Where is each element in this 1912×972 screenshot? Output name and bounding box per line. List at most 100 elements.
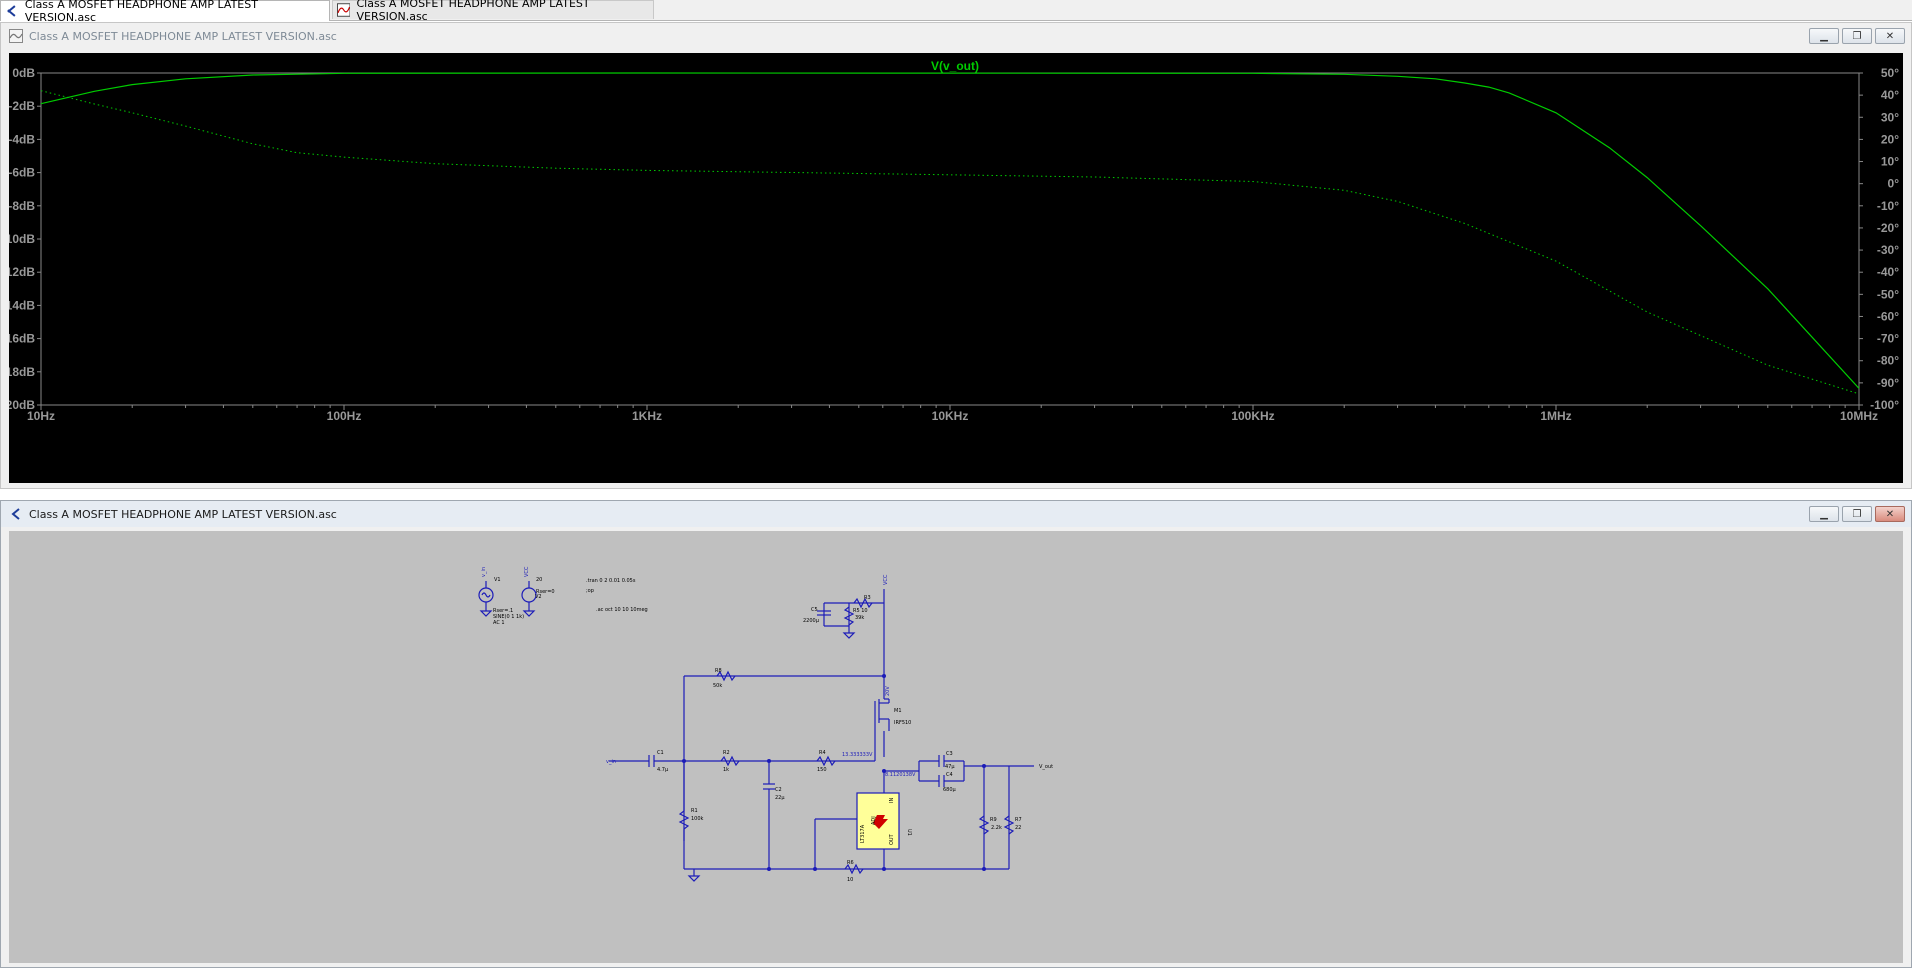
maximize-button[interactable]: ❐ bbox=[1842, 28, 1872, 44]
label-c2: C2 bbox=[775, 787, 782, 793]
y-right-tick-label: -30° bbox=[1877, 243, 1899, 257]
label-vcc-src: V2 bbox=[535, 594, 542, 600]
label-vcc-net: VCC bbox=[524, 566, 530, 577]
window-controls: ▁ ❐ ✕ bbox=[1809, 506, 1905, 522]
label-vcc-val: 20 bbox=[536, 577, 542, 583]
schematic-icon bbox=[11, 508, 20, 520]
label-r8-val: 50k bbox=[713, 683, 722, 689]
label-r5-val: 39k bbox=[855, 615, 864, 621]
y-right-tick-label: 30° bbox=[1881, 110, 1899, 124]
label-c5-val: 2200µ bbox=[803, 618, 820, 624]
y-right-tick-label: 10° bbox=[1881, 155, 1899, 169]
y-right-tick-label: 20° bbox=[1881, 132, 1899, 146]
label-r9: R9 bbox=[990, 817, 997, 823]
label-c3: C3 bbox=[946, 751, 953, 757]
label-ac: AC 1 bbox=[493, 620, 505, 626]
waveform-icon bbox=[9, 29, 23, 43]
label-r3: R3 bbox=[864, 595, 871, 601]
schematic-icon bbox=[7, 5, 16, 17]
label-r4-val: 150 bbox=[817, 767, 827, 773]
label-r4: R4 bbox=[819, 750, 826, 756]
label-c1: C1 bbox=[657, 750, 664, 756]
y-right-tick-label: -40° bbox=[1877, 265, 1899, 279]
label-u1-in: IN bbox=[889, 798, 895, 803]
x-tick-label: 10Hz bbox=[27, 409, 55, 423]
label-r7-val: 22 bbox=[1015, 825, 1021, 831]
schematic-window: Class A MOSFET HEADPHONE AMP LATEST VERS… bbox=[0, 500, 1912, 968]
label-sine: SINE(0 1 1k) bbox=[493, 614, 524, 620]
plot-pane[interactable]: 10Hz 100Hz 1KHz 10KHz 100KHz 1MHz 10MHz 0dB -2dB… bbox=[2, 53, 1903, 483]
label-rser0: Rser=0 bbox=[536, 589, 555, 595]
wires bbox=[478, 581, 1034, 882]
ground-icon bbox=[687, 875, 701, 882]
label-u1-adj: ADJ bbox=[871, 816, 877, 825]
y-left-tick-label: -4dB bbox=[9, 132, 35, 146]
x-tick-label: 1MHz bbox=[1540, 409, 1571, 423]
label-r6-val: 10 bbox=[847, 877, 853, 883]
close-button[interactable]: ✕ bbox=[1875, 28, 1905, 44]
window-titlebar[interactable]: Class A MOSFET HEADPHONE AMP LATEST VERS… bbox=[1, 501, 1911, 527]
label-r8: R8 bbox=[715, 668, 722, 674]
label-c2-val: 22µ bbox=[775, 795, 785, 801]
label-ac-cmd: .ac oct 10 10 10meg bbox=[596, 607, 648, 613]
label-r1: R1 bbox=[691, 808, 698, 814]
magnitude-trace bbox=[40, 72, 1860, 389]
label-vin-net: v_in bbox=[481, 567, 487, 577]
close-button[interactable]: ✕ bbox=[1875, 506, 1905, 522]
y-right-tick-label: 40° bbox=[1881, 88, 1899, 102]
ground-icon bbox=[479, 610, 493, 617]
waveform-icon bbox=[337, 3, 351, 17]
label-r2-val: 1k bbox=[723, 767, 729, 773]
y-right-tick-label: -50° bbox=[1877, 287, 1899, 301]
maximize-button[interactable]: ❐ bbox=[1842, 506, 1872, 522]
y-left-tick-label: -16dB bbox=[9, 332, 35, 346]
tab-waveform[interactable]: Class A MOSFET HEADPHONE AMP LATEST VERS… bbox=[332, 0, 654, 23]
voltage-source-icon bbox=[521, 587, 537, 603]
label-r7: R7 bbox=[1015, 817, 1022, 823]
circuit-diagram[interactable]: V1 VCC 20 Rser=0 V2 v_in Rser=.1 SINE(0 … bbox=[9, 531, 1903, 963]
tab-label: Class A MOSFET HEADPHONE AMP LATEST VERS… bbox=[356, 0, 590, 23]
bode-plot[interactable]: 10Hz 100Hz 1KHz 10KHz 100KHz 1MHz 10MHz 0dB -2dB… bbox=[2, 53, 1903, 483]
x-tick-label: 100KHz bbox=[1231, 409, 1274, 423]
minimize-button[interactable]: ▁ bbox=[1809, 506, 1839, 522]
y-left-tick-label: -8dB bbox=[9, 199, 35, 213]
y-right-tick-label: -80° bbox=[1877, 354, 1899, 368]
tab-schematic[interactable]: Class A MOSFET HEADPHONE AMP LATEST VERS… bbox=[0, 0, 330, 24]
label-op: ;op bbox=[586, 588, 594, 594]
y-left-tick-label: -18dB bbox=[9, 365, 35, 379]
x-tick-label: 10KHz bbox=[932, 409, 969, 423]
window-titlebar[interactable]: Class A MOSFET HEADPHONE AMP LATEST VERS… bbox=[1, 23, 1911, 49]
y-left-tick-label: -10dB bbox=[9, 232, 35, 246]
y-left-tick-label: 0dB bbox=[12, 66, 35, 80]
ground-icon bbox=[522, 610, 536, 617]
y-left-tick-label: -14dB bbox=[9, 298, 35, 312]
plot-frame bbox=[40, 72, 1860, 406]
label-c4-val: 680µ bbox=[943, 787, 957, 793]
x-tick-label: 1KHz bbox=[632, 409, 662, 423]
label-u1-out: OUT bbox=[889, 833, 895, 845]
y-right-tick-label: -70° bbox=[1877, 332, 1899, 346]
label-vin-input: v_in bbox=[606, 759, 616, 765]
y-left-tick-label: -2dB bbox=[9, 99, 35, 113]
window-title: Class A MOSFET HEADPHONE AMP LATEST VERS… bbox=[29, 507, 337, 521]
label-u1: U1 bbox=[906, 829, 912, 836]
x-tick-label: 100Hz bbox=[327, 409, 362, 423]
y-right-tick-label: -60° bbox=[1877, 309, 1899, 323]
y-right-tick-label: -90° bbox=[1877, 376, 1899, 390]
label-vin-src: V1 bbox=[494, 577, 501, 583]
schematic-canvas[interactable]: V1 VCC 20 Rser=0 V2 v_in Rser=.1 SINE(0 … bbox=[9, 531, 1903, 963]
y-left-tick-label: -20dB bbox=[9, 398, 35, 412]
trace-label[interactable]: V(v_out) bbox=[931, 59, 979, 73]
junction-dots bbox=[682, 674, 986, 871]
y-right-tick-label: 50° bbox=[1881, 66, 1899, 80]
y-right-tick-label: -20° bbox=[1877, 221, 1899, 235]
label-vout: V_out bbox=[1039, 764, 1053, 770]
label-r1-val: 100k bbox=[691, 816, 704, 822]
x-tick-label: 10MHz bbox=[1840, 409, 1878, 423]
label-c5: C5 bbox=[811, 607, 818, 613]
tab-label: Class A MOSFET HEADPHONE AMP LATEST VERS… bbox=[24, 0, 258, 24]
label-vnode1: 13.333333V bbox=[842, 752, 873, 758]
label-u1-val: LT317A bbox=[860, 824, 866, 843]
label-tran: .tran 0 2 0.01 0.05s bbox=[586, 578, 636, 584]
minimize-button[interactable]: ▁ bbox=[1809, 28, 1839, 44]
